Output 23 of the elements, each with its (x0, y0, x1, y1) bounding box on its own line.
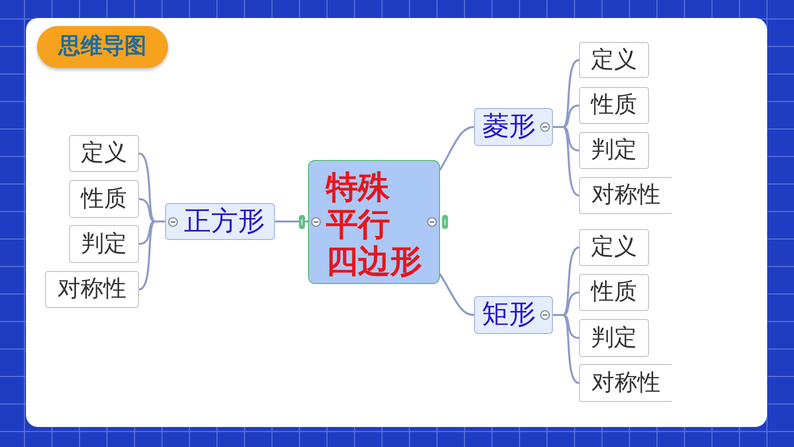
subtopic-box: 性质 (579, 274, 649, 311)
topic-box: 矩形 (474, 296, 553, 334)
subtopic-box: 判定 (579, 319, 649, 357)
subtopic-box: 判定 (579, 132, 649, 169)
subtopic-box: 对称性 (579, 177, 673, 214)
subtopic-box: 对称性 (579, 364, 673, 402)
connector-line (439, 273, 474, 316)
connector-line (275, 220, 308, 222)
subtopic-box: 判定 (69, 225, 139, 263)
subtopic-box: 定义 (579, 42, 649, 78)
connector-line (553, 126, 580, 196)
subtopic-box: 性质 (69, 180, 139, 218)
topic-box: 菱形 (474, 108, 553, 146)
title-badge: 思维导图 (37, 26, 168, 68)
connector-line (138, 220, 165, 290)
subtopic-box: 性质 (579, 87, 649, 124)
subtopic-box: 定义 (579, 229, 649, 266)
central-topic-box: 特殊平行四边形 (308, 160, 440, 284)
topic-box: 正方形 (165, 203, 275, 240)
subtopic-box: 定义 (69, 135, 139, 172)
subtopic-box: 对称性 (45, 271, 139, 308)
connector-line (439, 126, 474, 170)
connector-line (553, 314, 580, 384)
